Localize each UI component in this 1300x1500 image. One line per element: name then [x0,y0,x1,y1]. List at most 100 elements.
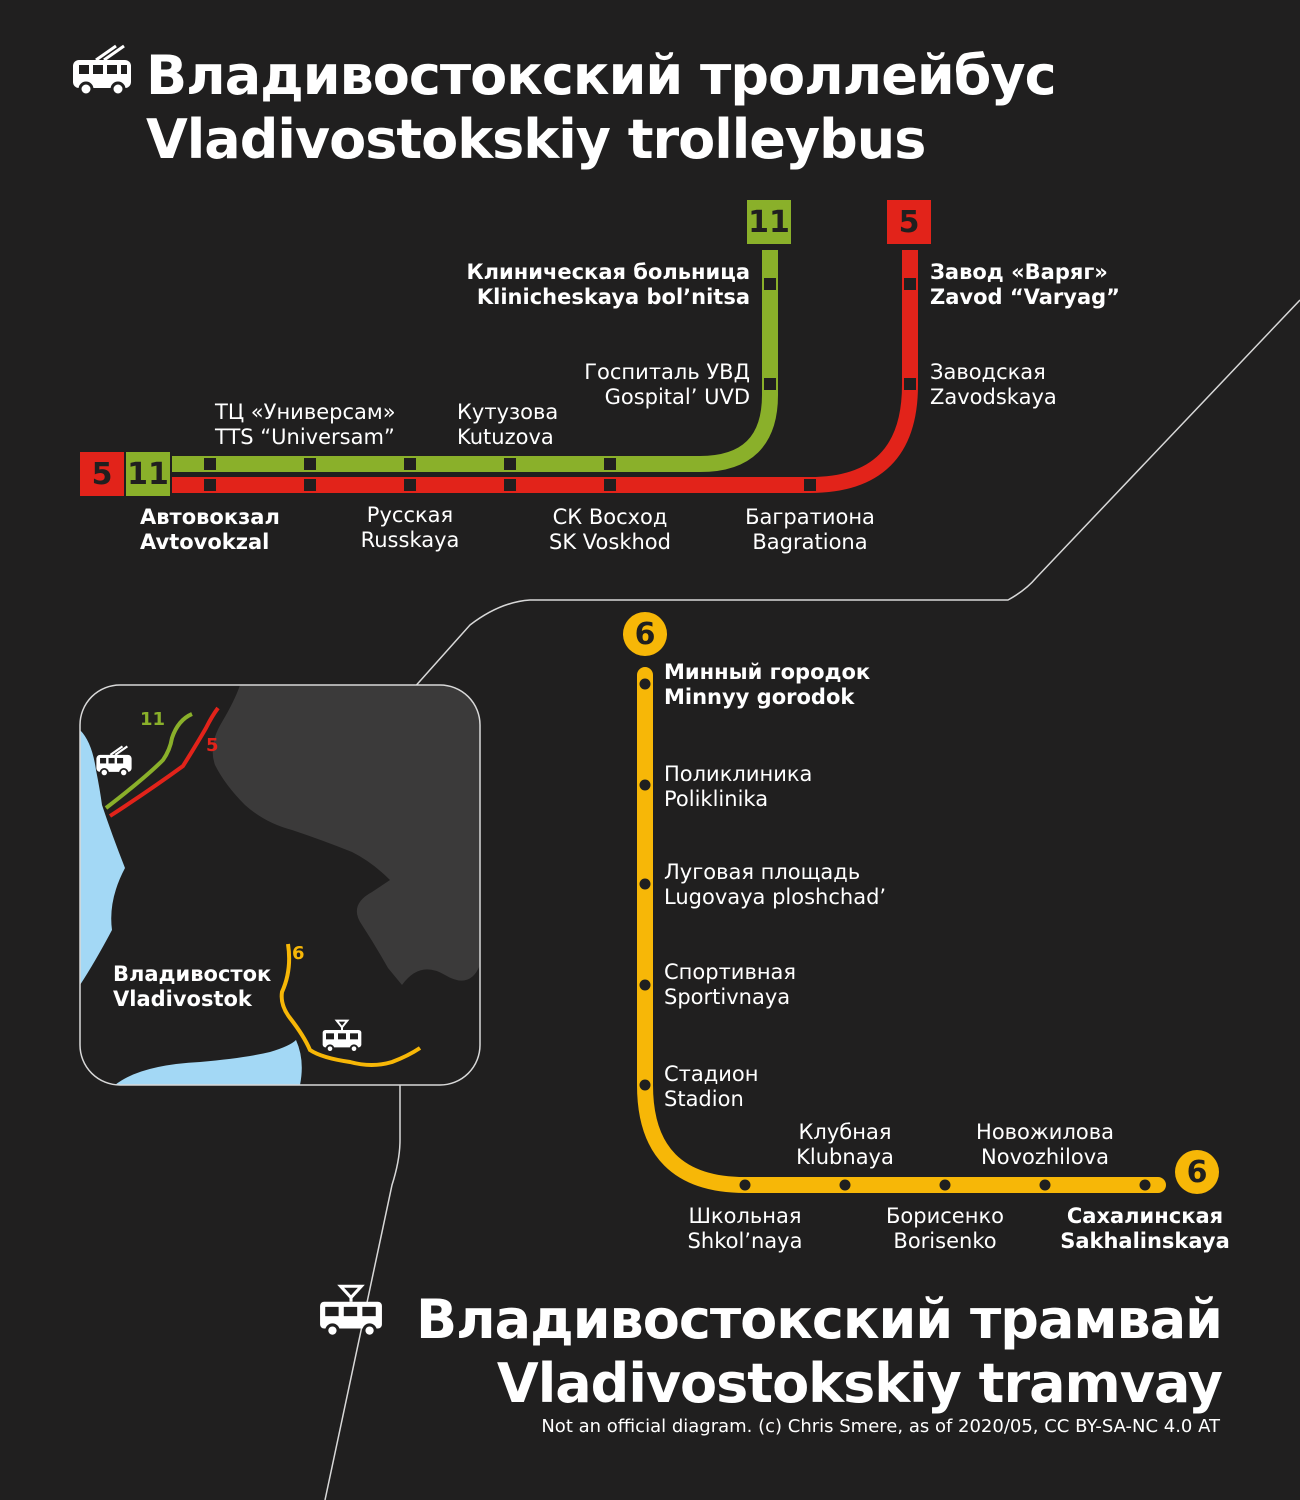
station-sportivnaya: Спортивная Sportivnaya [664,960,796,1010]
station-name-en: Russkaya [360,528,460,552]
station-gospital: Госпиталь УВД Gospital’ UVD [584,360,750,410]
station-universam: ТЦ «Универсам» TTS “Universam” [215,400,396,450]
stop-marker [604,458,616,470]
station-novozhilova: Новожилова Novozhilova [976,1120,1114,1170]
stop-marker [504,458,516,470]
stop-marker [904,278,916,290]
station-name-ru: Школьная [688,1204,802,1228]
stop-marker [604,479,616,491]
stop-marker [739,1179,751,1191]
station-name-en: Shkol’naya [687,1229,803,1253]
stop-marker [639,779,651,791]
tram-title-en: Vladivostokskiy tramvay [496,1352,1223,1415]
stop-marker [639,878,651,890]
route-11-badge: 11 [747,200,791,244]
stop-marker [404,479,416,491]
stop-marker [804,479,816,491]
station-voskhod: СК Восход SK Voskhod [549,505,671,555]
trolleybus-stops [204,278,916,491]
stop-marker [639,979,651,991]
station-name-ru: Клиническая больница [466,260,750,284]
station-name-en: Sportivnaya [664,985,791,1009]
stop-marker [764,278,776,290]
station-name-en: Klinicheskaya bol’nitsa [476,285,750,309]
station-borisenko: Борисенко Borisenko [886,1204,1004,1254]
connector-line [324,1085,401,1500]
stop-marker [639,1079,651,1091]
station-russkaya: Русская Russkaya [361,503,460,553]
station-name-ru: Спортивная [664,960,797,984]
station-name-ru: Борисенко [886,1204,1004,1228]
station-sakhalinskaya: Сахалинская Sakhalinskaya [1060,1204,1230,1254]
station-name-ru: Стадион [664,1062,759,1086]
stop-marker [204,458,216,470]
tram-stops [639,678,1151,1191]
minimap-route-11 [104,712,193,810]
trolleybus-title-ru: Владивостокский троллейбус [146,44,1057,107]
minimap-route-5 [108,706,220,818]
city-name-en: Vladivostok [113,987,252,1011]
station-kutuzova: Кутузова Kutuzova [457,400,558,450]
station-name-en: Stadion [664,1087,744,1111]
station-name-en: SK Voskhod [549,530,671,554]
stop-marker [639,678,651,690]
station-klinicheskaya: Клиническая больница Klinicheskaya bol’n… [466,260,750,310]
minimap-city-label: Владивосток Vladivostok [113,962,271,1012]
station-name-ru: Новожилова [976,1120,1114,1144]
station-name-ru: Русская [366,503,454,527]
minimap-label-11: 11 [140,709,166,730]
station-name-ru: Автовокзал [140,505,280,529]
stop-marker [904,378,916,390]
trolleybus-title: Владивостокский троллейбус Vladivostoksk… [146,44,1057,172]
station-name-ru: Багратиона [745,505,875,529]
station-name-en: Gospital’ UVD [604,385,750,409]
station-bagrationa: Багратиона Bagrationa [745,505,875,555]
station-name-ru: Поликлиника [664,762,813,786]
trolleybus-icon [73,44,131,97]
route-11-terminal-badge: 11 [126,452,170,496]
station-name-en: Zavodskaya [930,385,1057,409]
station-name-en: Borisenko [893,1229,997,1253]
connector-line [411,299,1300,691]
station-name-ru: Сахалинская [1066,1204,1224,1228]
stop-marker [404,458,416,470]
station-name-en: Lugovaya ploshchad’ [664,885,887,909]
route-5-badge: 5 [887,200,931,244]
station-name-en: Avtovokzal [140,530,270,554]
stop-marker [839,1179,851,1191]
stop-marker [764,378,776,390]
minimap [80,685,480,1085]
station-zavodskaya: Заводская Zavodskaya [930,360,1057,410]
station-name-en: Bagrationa [752,530,868,554]
station-name-ru: Завод «Варяг» [930,260,1108,284]
minimap-frame [79,684,481,1086]
station-name-en: Zavod “Varyag” [930,285,1120,309]
stop-marker [939,1179,951,1191]
station-name-en: Sakhalinskaya [1060,1229,1230,1253]
station-name-ru: СК Восход [552,505,668,529]
land-region [212,685,480,985]
station-name-en: TTS “Universam” [215,425,395,449]
station-lugovaya: Луговая площадь Lugovaya ploshchad’ [664,860,886,910]
station-name-ru: Клубная [798,1120,892,1144]
station-klubnaya: Клубная Klubnaya [796,1120,894,1170]
station-poliklinika: Поликлиника Poliklinika [664,762,812,812]
tram-title: Владивостокский трамвай Vladivostokskiy … [416,1288,1223,1416]
stop-marker [504,479,516,491]
minimap-tram-icon [322,1019,362,1053]
minimap-label-6: 6 [292,943,305,964]
minimap-label-5: 5 [206,735,219,756]
station-name-en: Novozhilova [981,1145,1109,1169]
stop-marker [304,479,316,491]
route-5-line [172,250,918,493]
station-name-ru: Заводская [930,360,1046,384]
route-5-terminal-badge: 5 [80,452,124,496]
route-6-line [637,667,1166,1193]
station-name-ru: Кутузова [457,400,559,424]
minimap-route-6 [279,943,422,1067]
stop-marker [1039,1179,1051,1191]
station-name-ru: Луговая площадь [664,860,861,884]
station-name-en: Klubnaya [796,1145,894,1169]
